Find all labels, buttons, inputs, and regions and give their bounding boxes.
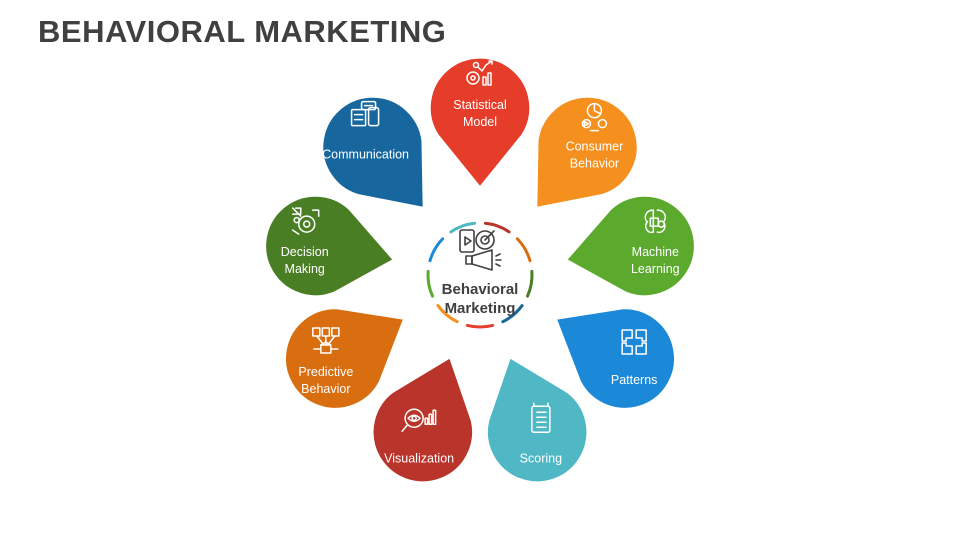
decision-arrows-icon <box>291 207 320 235</box>
page-title: BEHAVIORAL MARKETING <box>38 14 447 49</box>
ring-arc-consumer-behavior <box>436 304 459 324</box>
ring-arc-machine-learning <box>426 269 434 298</box>
center-label-line1: Behavioral <box>442 281 519 298</box>
consumer-analysis-icon <box>581 102 608 132</box>
pattern-icon <box>621 329 647 355</box>
petal-scoring: Scoring <box>486 356 588 483</box>
communication-devices-icon <box>350 100 380 127</box>
petal-shape-statistical-model <box>429 57 531 189</box>
petal-communication: Communication <box>321 96 425 209</box>
petal-shape-communication <box>321 96 425 209</box>
petal-shape-predictive-behavior <box>284 307 405 410</box>
petal-label-communication: Communication <box>322 148 409 162</box>
petal-label-consumer-behavior-line2: Behavior <box>570 157 619 171</box>
ring-arc-predictive-behavior <box>515 237 532 263</box>
petal-label-statistical-model: Statistical <box>453 98 507 112</box>
ring-arc-communication <box>501 304 524 324</box>
petal-label-statistical-model-line2: Model <box>463 115 497 129</box>
petal-shape-scoring <box>486 356 588 483</box>
center-ring <box>426 221 534 329</box>
ring-arc-decision-making <box>526 269 534 298</box>
visualization-eye-icon <box>401 408 437 433</box>
scoring-list-icon <box>531 402 551 434</box>
petal-shape-machine-learning <box>565 195 696 297</box>
petal-label-patterns: Patterns <box>611 373 658 387</box>
ring-arc-scoring <box>449 221 477 234</box>
petal-label-machine-learning: Machine <box>632 245 679 259</box>
petal-label-scoring: Scoring <box>520 451 562 465</box>
petal-label-predictive-behavior-line2: Behavior <box>301 382 350 396</box>
statistics-chart-icon <box>466 60 493 86</box>
petal-label-decision-making: Decision <box>281 245 329 259</box>
petal-label-visualization: Visualization <box>384 451 454 465</box>
petal-shape-consumer-behavior <box>535 96 639 209</box>
petal-visualization: Visualization <box>372 356 474 483</box>
prediction-network-icon <box>312 327 340 354</box>
petal-shape-patterns <box>555 307 676 410</box>
petal-label-predictive-behavior: Predictive <box>298 365 353 379</box>
ring-arc-visualization <box>483 221 511 234</box>
petals-layer: StatisticalModelConsumerBehaviorMachineL… <box>264 57 696 483</box>
petal-label-decision-making-line2: Making <box>285 262 325 276</box>
ring-arc-patterns <box>428 237 445 263</box>
brain-chip-icon <box>644 209 667 234</box>
center-icon <box>459 229 502 271</box>
petal-label-consumer-behavior: Consumer <box>566 140 624 154</box>
petal-shape-decision-making <box>264 195 395 297</box>
ring-arc-statistical-model <box>465 323 495 329</box>
petal-patterns: Patterns <box>555 307 676 410</box>
petal-label-machine-learning-line2: Learning <box>631 262 680 276</box>
center-label-line2: Marketing <box>445 300 516 317</box>
